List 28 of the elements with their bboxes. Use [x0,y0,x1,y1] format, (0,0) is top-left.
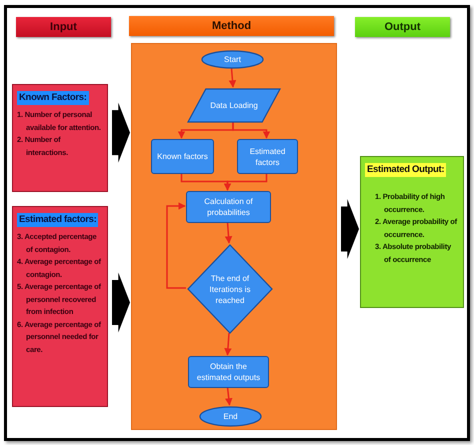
arrow [228,68,236,88]
arrow [166,202,186,289]
node-label: The end of Iterations is reached [208,272,252,306]
factor-card [12,84,108,192]
arrow [225,386,232,406]
process-box: Known factors [151,139,214,174]
column-header: Input [16,17,111,37]
arrow [224,332,232,356]
process-box: Calculation of probabilities [186,191,271,223]
node-label: Data Loading [210,100,258,111]
node-label: Start [224,54,241,65]
method-panel [131,43,337,430]
arrow [224,222,232,244]
factor-card [12,206,108,407]
column-header: Output [355,17,450,37]
factor-card [360,156,464,308]
arrow [232,122,270,139]
block-arrow [341,198,359,259]
column-header: Method [129,16,334,36]
card-heading: Known Factors: [17,91,89,105]
card-heading: Estimated Output: [365,163,446,177]
node-label: End [223,411,238,422]
card-heading: Estimated factors: [17,213,98,227]
process-box: Estimated factors [237,139,298,174]
block-arrow [112,102,130,163]
block-arrow [112,272,130,332]
process-box: Obtain the estimated outputs [188,356,269,388]
arrow [224,173,268,191]
